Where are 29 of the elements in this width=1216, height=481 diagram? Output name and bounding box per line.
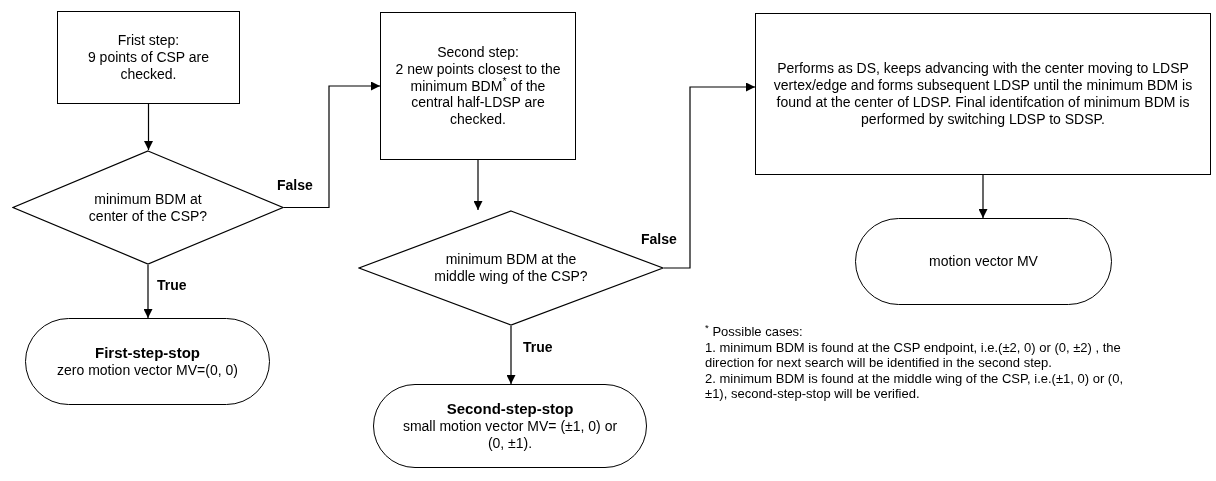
body-text: 9 points of CSP are checked. (86, 49, 211, 83)
arrow (663, 82, 756, 269)
heading-text: First-step-stop (95, 344, 200, 363)
process-box (57, 11, 240, 104)
question-text: minimum BDM at the middle wing of the CSP? (433, 251, 589, 285)
note-heading: $^{*}$ Possible cases: (705, 324, 804, 340)
arrow (506, 325, 516, 385)
body-text: zero motion vector MV=(0, 0) (57, 362, 238, 379)
body-text: 2 new points closest to the minimum BDM$^{*}$ of the central half-LDSP are checked. (394, 60, 562, 128)
arrow (978, 174, 988, 219)
note-text: 1. minimum BDM is found at the CSP endpoint, i.e.(±2, 0) or (0, ±2) , the direction for next search will be identified in the second step. (705, 339, 1122, 371)
process-box (380, 12, 576, 160)
edge-label: True (522, 340, 554, 354)
arrow (143, 264, 153, 319)
arrow (144, 103, 153, 151)
body-text: small motion vector MV= (±1, 0) or (0, ±1). (401, 418, 619, 452)
heading-text: Second step: (437, 44, 519, 61)
heading-text: Second-step-stop (446, 400, 574, 419)
edge-label: False (640, 232, 678, 246)
process-box (755, 13, 1211, 175)
edge-label: True (156, 278, 188, 292)
note-text: 2. minimum BDM is found at the middle wing of the CSP, i.e.(±1, 0) or (0, ±1), second-step-stop will be verified. (705, 370, 1124, 402)
arrow (283, 81, 381, 209)
body-text: Performs as DS, keeps advancing with the center moving to LDSP vertex/edge and forms subsequent LDSP until the minimum BDM is found at the center of LDSP. Final identifcation of minimum BDM is performed by switching LDSP to SDSP. (772, 60, 1194, 128)
edge-label: False (276, 178, 314, 192)
arrow (473, 159, 483, 211)
question-text: minimum BDM at center of the CSP? (87, 190, 209, 225)
heading-text: Frist step: (117, 32, 180, 50)
body-text: motion vector MV (929, 253, 1038, 270)
